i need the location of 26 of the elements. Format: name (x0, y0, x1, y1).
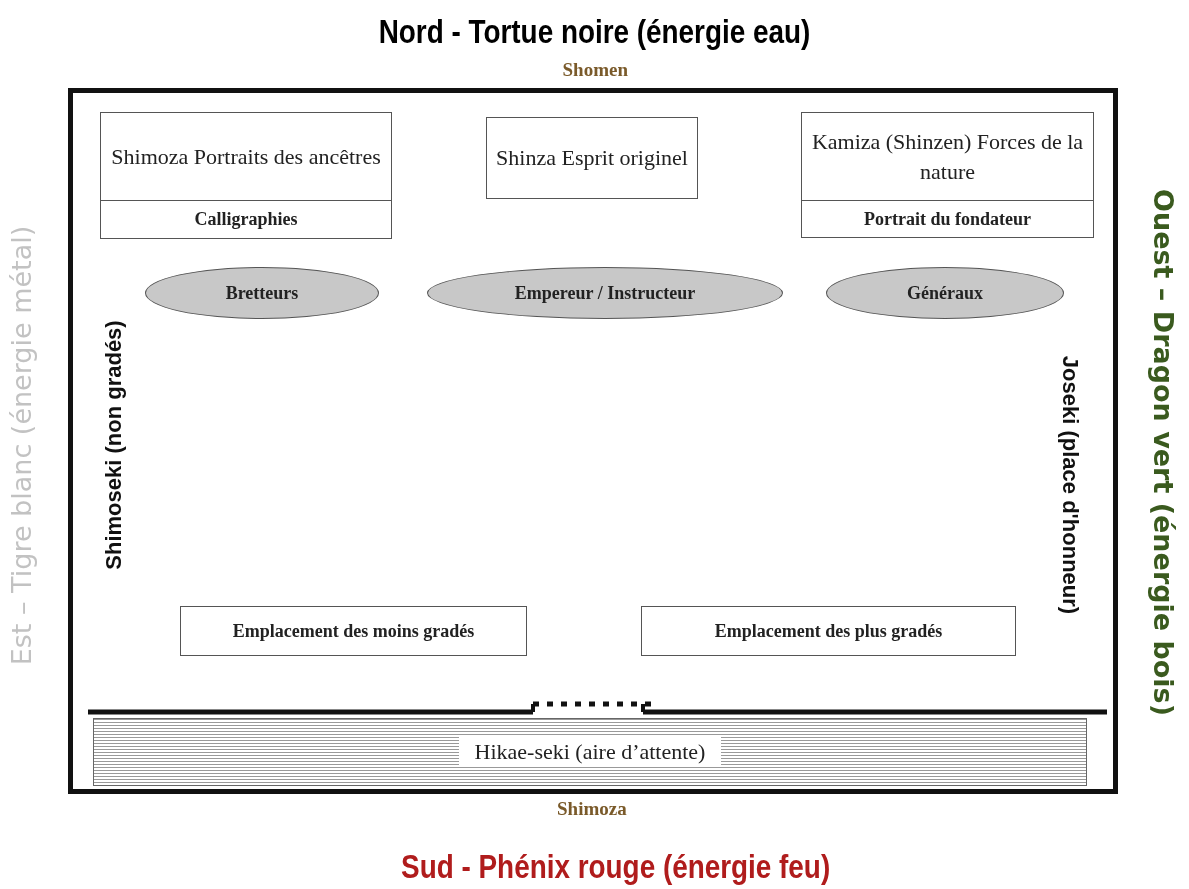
ellipse-text: Empereur / Instructeur (514, 282, 696, 304)
area-text: Emplacement des moins gradés (232, 620, 475, 642)
box-text: Kamiza (Shinzen) Forces de la nature (810, 127, 1085, 186)
direction-label: Ouest – Dragon vert (énergie bois) (1147, 188, 1179, 716)
direction-label: Shomen (562, 59, 628, 81)
ellipse-text: Bretteurs (225, 282, 299, 304)
room-outline (68, 88, 1118, 794)
direction-heading: Sud - Phénix rouge (énergie feu) (400, 846, 830, 886)
wall-shelf-box (100, 112, 392, 239)
heading: Nord - Tortue noire (énergie eau) (377, 12, 812, 51)
direction-label: Est – Tigre blanc (énergie métal) (6, 225, 38, 665)
hatched-band (93, 718, 1087, 786)
altar-box (486, 117, 698, 199)
band-text: Hikae-seki (aire d’attente) (458, 737, 722, 767)
area-text: Emplacement des plus gradés (714, 620, 943, 642)
side-label: Joseki (place d'honneur) (1057, 355, 1084, 615)
box-subtext: Portrait du fondateur (864, 208, 1031, 230)
box-text: Shinza Esprit originel (496, 144, 688, 173)
area-box (180, 606, 527, 656)
ellipse-text: Généraux (907, 282, 983, 304)
box-subtext: Calligraphies (194, 208, 298, 230)
wall-shelf-box (801, 112, 1094, 238)
box-text: Shimoza Portraits des ancêtres (110, 142, 382, 171)
side-label: Shimoseki (non gradés) (100, 320, 127, 570)
area-box (641, 606, 1016, 656)
direction-label: Shimoza (557, 798, 627, 820)
